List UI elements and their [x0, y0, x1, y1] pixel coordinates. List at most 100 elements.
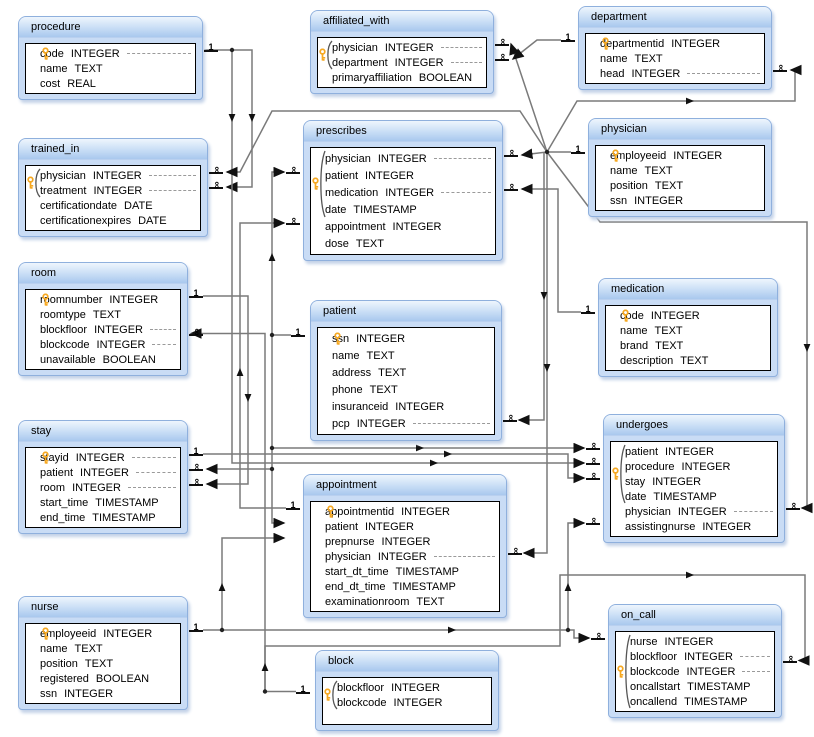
rel-physician-affiliated — [509, 42, 548, 153]
rel-physician-patient-pcp — [517, 152, 545, 426]
cardinality-one: 1 — [291, 327, 305, 337]
rel-room-stay — [203, 295, 249, 490]
table-title: physician — [589, 119, 771, 140]
rel-nurse-undergoes — [567, 517, 586, 630]
cardinality-many: ∞ — [286, 217, 300, 225]
cardinality-many: ∞ — [586, 517, 600, 525]
cardinality-many: ∞ — [586, 457, 600, 465]
cardinality-many: ∞ — [786, 502, 800, 510]
fk-dash — [450, 62, 482, 63]
composite-key-brace — [620, 444, 626, 504]
cardinality-many: ∞ — [586, 442, 600, 450]
rel-procedure-undergoes — [231, 50, 586, 469]
rel-physician-appointment — [522, 152, 548, 559]
fk-dash — [126, 53, 191, 54]
fk-dash — [433, 556, 495, 557]
key-icon — [612, 149, 619, 162]
fk-dash — [687, 73, 760, 74]
rel-block-on_call — [264, 574, 810, 692]
rel-block-room — [189, 328, 296, 693]
cardinality-many: ∞ — [495, 53, 509, 61]
table-title: block — [316, 651, 498, 672]
key-icon — [617, 665, 624, 678]
cardinality-many: ∞ — [504, 149, 518, 157]
key-icon — [622, 309, 629, 322]
key-icon — [324, 688, 331, 701]
cardinality-many: ∞ — [508, 547, 522, 555]
key-icon — [319, 48, 326, 61]
table-title: trained_in — [19, 139, 207, 160]
rel-nurse-on_call — [203, 629, 591, 644]
rel-stay-undergoes — [203, 453, 586, 484]
key-icon — [602, 37, 609, 50]
table-title: medication — [599, 279, 777, 300]
cardinality-one: 1 — [561, 32, 575, 42]
rel-medication-prescribes — [520, 183, 581, 313]
key-icon — [42, 451, 49, 464]
fk-dash — [742, 671, 770, 672]
table-title: patient — [311, 301, 501, 322]
table-title: prescribes — [304, 121, 502, 142]
cardinality-many: ∞ — [504, 183, 518, 191]
cardinality-one: 1 — [296, 684, 310, 694]
cardinality-many: ∞ — [773, 64, 787, 72]
